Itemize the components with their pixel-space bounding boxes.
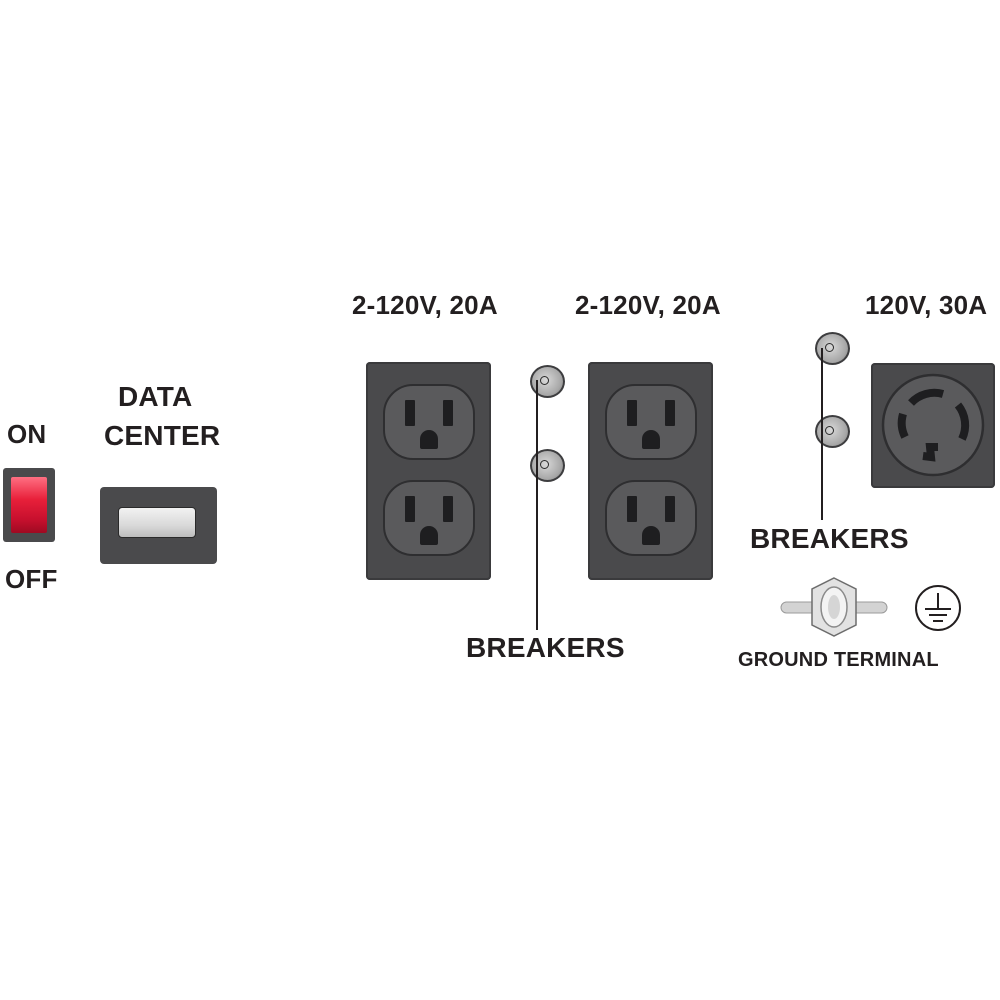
breakers-leader-line-right (821, 348, 823, 520)
twist-lock-slot-top (908, 388, 945, 406)
outlet-30a-rating: 120V, 30A (865, 290, 988, 320)
ground-hole (642, 526, 660, 545)
outlet-2-receptacle-top[interactable] (605, 384, 697, 460)
breaker-button-1[interactable] (530, 365, 565, 398)
duplex-outlet-1 (366, 362, 491, 580)
ground-hole (420, 430, 438, 449)
twist-lock-slot-left (897, 412, 909, 439)
power-off-label: OFF (5, 564, 58, 594)
data-center-window (118, 507, 196, 538)
hot-slot (627, 400, 637, 426)
breaker-button-2[interactable] (530, 449, 565, 482)
twist-lock-ground-slot (922, 443, 938, 462)
data-center-display (100, 487, 217, 564)
ground-terminal-label: GROUND TERMINAL (738, 649, 939, 671)
ground-hole (420, 526, 438, 545)
outlet-1-rating: 2-120V, 20A (352, 290, 498, 320)
breaker-button-4[interactable] (815, 415, 850, 448)
breakers-label-right: BREAKERS (750, 523, 909, 554)
outlet-2-receptacle-bottom[interactable] (605, 480, 697, 556)
twist-lock-outlet-30a (871, 363, 995, 488)
hot-slot (627, 496, 637, 522)
hot-slot (405, 496, 415, 522)
breaker-button-3[interactable] (815, 332, 850, 365)
duplex-outlet-2 (588, 362, 713, 580)
outlet-1-receptacle-bottom[interactable] (383, 480, 475, 556)
neutral-slot (665, 496, 675, 522)
data-center-label-line1: DATA (118, 381, 193, 412)
earth-ground-icon (915, 585, 961, 631)
neutral-slot (443, 496, 453, 522)
neutral-slot (665, 400, 675, 426)
breakers-leader-line-left (536, 380, 538, 630)
hot-slot (405, 400, 415, 426)
power-switch-rocker[interactable] (11, 477, 47, 533)
ground-hole (642, 430, 660, 449)
power-switch[interactable] (3, 468, 55, 542)
twist-lock-receptacle[interactable] (871, 363, 995, 488)
outlet-1-receptacle-top[interactable] (383, 384, 475, 460)
breakers-label-left: BREAKERS (466, 632, 625, 663)
neutral-slot (443, 400, 453, 426)
twist-lock-slot-right (954, 402, 970, 441)
wing-nut-icon[interactable] (779, 576, 889, 638)
data-center-label-line2: CENTER (104, 420, 221, 451)
power-on-label: ON (7, 419, 47, 449)
outlet-2-rating: 2-120V, 20A (575, 290, 721, 320)
